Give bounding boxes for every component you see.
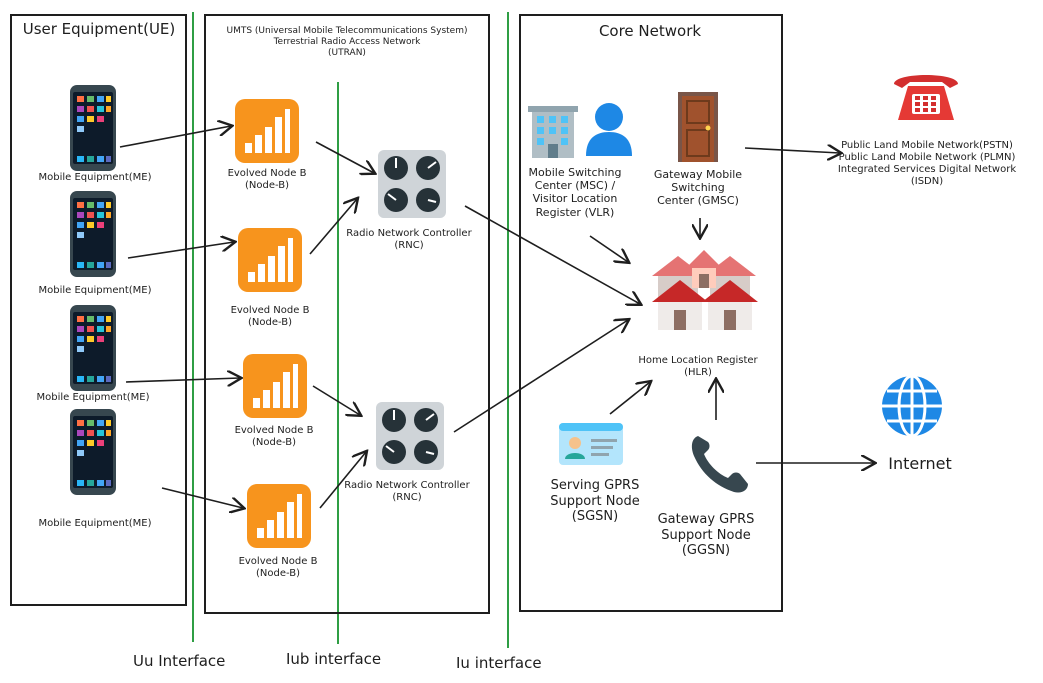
smartphone-icon — [70, 85, 116, 171]
node-b-label-2: Evolved Node B (Node-B) — [230, 305, 310, 328]
office-building-icon — [528, 106, 578, 158]
core-network-title: Core Network — [598, 22, 702, 40]
ggsn-label: Gateway GPRS Support Node (GGSN) — [657, 512, 755, 559]
arrow-me4-nodeb4 — [161, 487, 243, 508]
arrow-nodeb2-rnc1 — [309, 199, 357, 255]
pstn-plmn-isdn-label: Public Land Mobile Network(PSTN) Public … — [837, 140, 1017, 187]
sgsn-label: Serving GPRS Support Node (SGSN) — [550, 478, 640, 525]
node-b-label-4: Evolved Node B (Node-B) — [238, 556, 318, 579]
arrow-nodeb4-rnc2 — [319, 452, 366, 509]
msc-vlr-label: Mobile Switching Center (MSC) / Visitor … — [528, 166, 622, 219]
arrow-rnc2-hlr — [453, 320, 628, 433]
ue-container — [10, 14, 187, 606]
arrow-nodeb1-rnc1 — [315, 141, 374, 173]
rnc-label-2: Radio Network Controller (RNC) — [344, 480, 470, 503]
utran-container — [204, 14, 490, 614]
arrow-nodeb3-rnc2 — [312, 385, 360, 415]
iu-interface-line — [507, 12, 509, 648]
control-knobs-icon — [378, 150, 446, 218]
core-network-container — [519, 14, 783, 612]
iu-interface-label: Iu interface — [456, 654, 542, 672]
node-b-label-3: Evolved Node B (Node-B) — [234, 425, 314, 448]
telephone-icon — [894, 75, 958, 120]
smartphone-icon — [70, 191, 116, 277]
user-silhouette-icon — [586, 103, 632, 156]
hlr-label: Home Location Register (HLR) — [638, 355, 758, 378]
iub-interface-label: Iub interface — [286, 650, 382, 668]
uu-interface-line — [192, 12, 194, 642]
gmsc-label: Gateway Mobile Switching Center (GMSC) — [653, 168, 743, 208]
uu-interface-label: Uu Interface — [133, 652, 226, 670]
internet-label: Internet — [888, 454, 952, 473]
control-knobs-icon — [376, 402, 444, 470]
me-label-4: Mobile Equipment(ME) — [38, 518, 152, 529]
me-label-2: Mobile Equipment(ME) — [38, 285, 152, 296]
id-card-icon — [559, 423, 623, 465]
arrow-me2-nodeb2 — [127, 242, 234, 259]
me-label-1: Mobile Equipment(ME) — [38, 172, 152, 183]
ue-title: User Equipment(UE) — [22, 20, 176, 38]
signal-bars-icon — [238, 228, 302, 292]
arrow-msc-hlr — [589, 235, 628, 262]
arrow-sgsn-hlr — [609, 382, 650, 415]
node-b-label-1: Evolved Node B (Node-B) — [227, 168, 307, 191]
me-label-3: Mobile Equipment(ME) — [36, 392, 150, 403]
signal-bars-icon — [247, 484, 311, 548]
door-icon — [678, 92, 718, 162]
signal-bars-icon — [235, 99, 299, 163]
smartphone-icon — [70, 409, 116, 495]
iub-interface-line — [337, 82, 339, 644]
smartphone-icon — [70, 305, 116, 391]
houses-icon — [652, 250, 758, 330]
arrow-me3-nodeb3 — [125, 378, 240, 382]
globe-icon — [882, 374, 942, 438]
phone-receiver-icon — [691, 436, 748, 493]
signal-bars-icon — [243, 354, 307, 418]
arrow-rnc1-hlr — [464, 205, 640, 304]
arrow-me1-nodeb1 — [119, 126, 231, 148]
utran-title: UMTS (Universal Mobile Telecommunication… — [226, 26, 468, 58]
arrow-gmsc-pstn — [744, 148, 840, 153]
rnc-label-1: Radio Network Controller (RNC) — [346, 228, 472, 251]
